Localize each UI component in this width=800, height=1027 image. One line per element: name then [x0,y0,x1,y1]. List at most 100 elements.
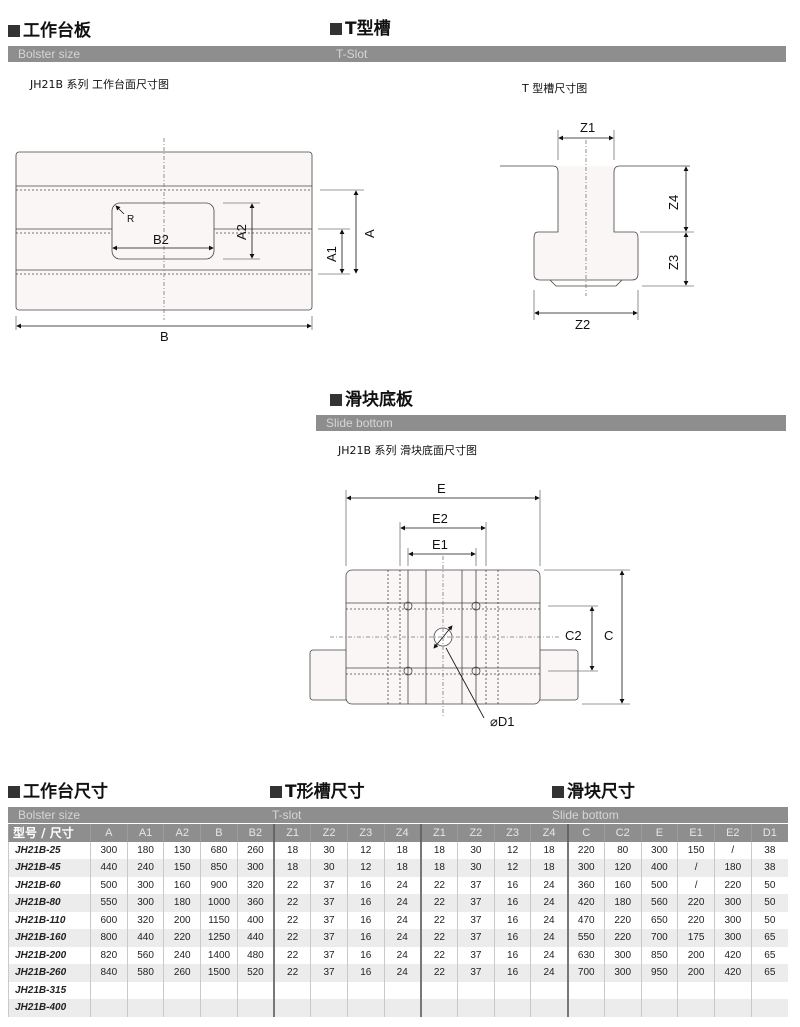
table-cell: 580 [126,964,164,982]
bolster-drawing [15,138,364,330]
table-header-cell: Z4 [383,824,421,842]
table-cell: 300 [126,894,164,912]
table-cell: 16 [346,946,385,964]
bolster-label-a2: A2 [234,224,249,240]
table-cell: 150 [163,859,201,877]
table-header-cell: Z4 [530,824,568,842]
table-cell: 560 [126,946,164,964]
table-cell: 220 [163,929,201,947]
table-cell: 150 [677,841,715,859]
slide-label-c2: C2 [565,628,582,643]
table-cell: 24 [530,946,568,964]
table-header-cell: A1 [126,824,164,842]
table-cell: 22 [273,894,311,912]
table-cell: 360 [236,894,275,912]
table-cell: 16 [493,929,531,947]
slide-table-title: 滑块尺寸 [552,782,635,802]
table-cell: 220 [713,876,752,894]
bolster-center-opening [111,202,215,260]
table-cell-model: JH21B-200 [8,946,91,964]
table-cell: 240 [126,859,164,877]
table-cell: 520 [236,964,275,982]
table-cell: 300 [713,929,752,947]
table-header-cell: A2 [163,824,201,842]
table-cell: 180 [126,841,164,859]
table-cell: 16 [493,946,531,964]
table-cell: / [677,876,715,894]
table-cell [273,981,311,999]
table-cell: 300 [713,911,752,929]
slide-label-d1: ⌀D1 [490,714,514,729]
table-cell: 22 [273,964,311,982]
table-cell: 22 [419,929,458,947]
table-cell: 30 [310,841,348,859]
table-header-cell: E [640,824,678,842]
table-cell: 300 [126,876,164,894]
table-cell: 18 [383,841,421,859]
table-cell-model: JH21B-315 [8,981,91,999]
table-cell: 22 [419,876,458,894]
table-cell: 180 [713,859,752,877]
table-header-cell: C [566,824,605,842]
bolster-label-b2: B2 [153,232,169,247]
table-cell: 300 [640,841,678,859]
table-cell: 320 [126,911,164,929]
tslot-label-z1: Z1 [580,120,595,135]
table-cell [566,981,605,999]
table-cell [640,981,678,999]
tslot-drawing [500,130,694,320]
table-cell: 840 [90,964,128,982]
table-cell: 50 [750,894,788,912]
table-cell: 22 [273,946,311,964]
table-cell: 300 [566,859,605,877]
square-bullet-icon [330,23,342,35]
table-cell: 18 [273,859,311,877]
table-cell [640,999,678,1017]
table-cell [200,981,238,999]
table-cell: 320 [236,876,275,894]
table-cell: 500 [90,876,128,894]
table-cell: 18 [419,859,458,877]
table-cell: 18 [530,841,568,859]
table-cell: 300 [236,859,275,877]
table-cell: 30 [457,859,495,877]
table-header-cell: E1 [677,824,715,842]
table-cell: 12 [493,841,531,859]
table-cell: 1250 [200,929,238,947]
table-cell [163,999,201,1017]
table-cell: 22 [419,964,458,982]
tslot-caption: T 型槽尺寸图 [522,82,588,95]
table-cell: 37 [457,911,495,929]
slide-section-bar: Slide bottom [316,415,786,431]
table-cell: 180 [603,894,642,912]
table-cell: 24 [383,964,421,982]
slide-caption: JH21B 系列 滑块底面尺寸图 [338,444,478,457]
table-header-cell: Z1 [419,824,458,842]
bolster-label-b: B [160,329,169,344]
table-cell: 24 [530,929,568,947]
table-cell: 24 [383,911,421,929]
square-bullet-icon [330,394,342,406]
slide-section-title: 滑块底板 [330,390,413,410]
table-cell [90,999,128,1017]
table-cell: 850 [200,859,238,877]
table-cell: 260 [236,841,275,859]
table-row: JH21B-400 [8,999,788,1017]
table-cell: / [677,859,715,877]
table-cell [493,981,531,999]
table-cell: 200 [677,964,715,982]
tslot-profile [500,165,690,281]
table-cell [457,999,495,1017]
table-cell: 470 [566,911,605,929]
tslot-label-z2: Z2 [575,317,590,332]
table-cell: 37 [310,964,348,982]
table-cell: 24 [383,876,421,894]
table-cell-model: JH21B-25 [8,841,91,859]
table-cell: 38 [750,841,788,859]
table-cell: 50 [750,911,788,929]
